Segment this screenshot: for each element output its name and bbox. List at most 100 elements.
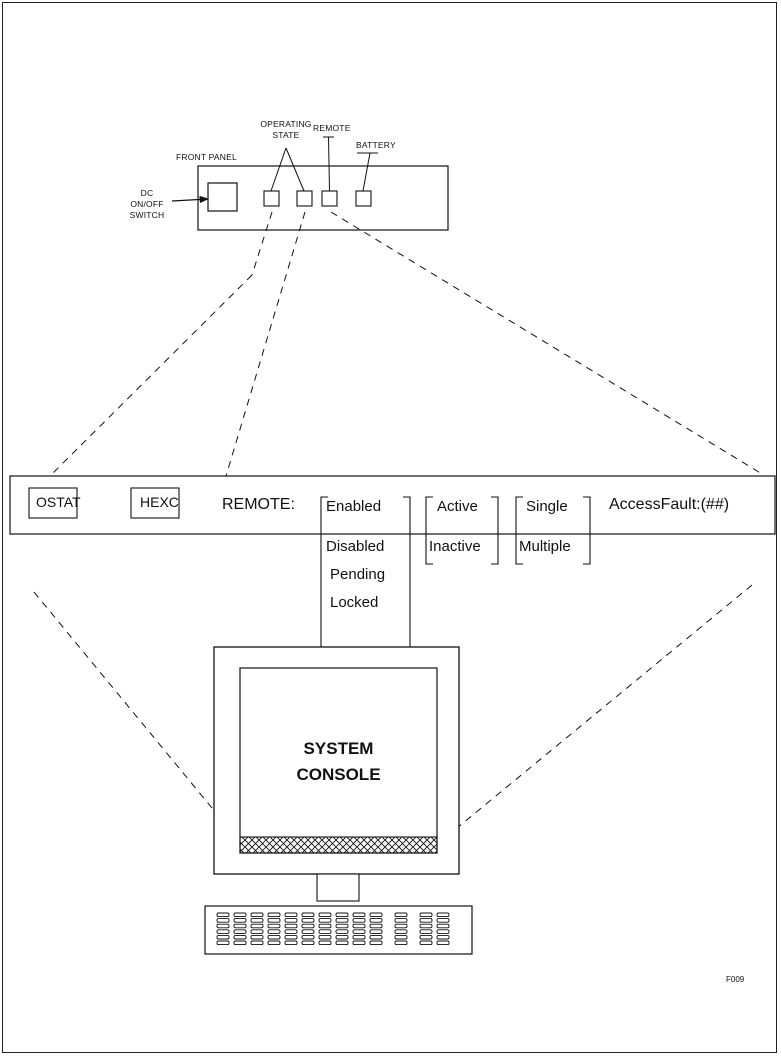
remote-state-enabled: Enabled	[326, 498, 382, 515]
remote-leader	[328, 136, 330, 192]
keyboard-key	[216, 918, 230, 923]
keyboard-key	[250, 940, 264, 946]
dc-switch-label-line-2: ON/OFF	[130, 199, 164, 209]
hexc-field: HEXC	[140, 494, 179, 510]
keyboard-key	[216, 929, 230, 934]
keyboard-key	[284, 918, 298, 923]
keyboard-key	[394, 934, 408, 940]
console-status-strip	[239, 836, 438, 854]
console-stand	[316, 873, 360, 902]
keyboard-key	[301, 918, 315, 923]
keyboard-key	[369, 940, 383, 946]
keyboard-key	[267, 912, 281, 918]
battery-label: BATTERY	[356, 140, 396, 150]
figure-id: F009	[726, 975, 745, 984]
keyboard-key	[250, 934, 264, 940]
keyboard-key	[301, 912, 315, 918]
keyboard-key	[267, 929, 281, 934]
keyboard-key	[301, 923, 315, 929]
operating-state-label: OPERATING STATE	[256, 119, 316, 141]
keyboard-key	[233, 934, 247, 940]
console-title-line-2: CONSOLE	[296, 765, 381, 784]
remote-states-right-bracket	[403, 496, 411, 649]
access-fault-field: AccessFault:(##)	[609, 496, 730, 513]
keyboard-key	[436, 929, 450, 934]
keyboard-key	[394, 918, 408, 923]
operating-state-leader-right	[285, 147, 305, 192]
mode-state-single: Single	[526, 498, 568, 515]
status-line-bar	[9, 475, 776, 535]
keyboard-key	[335, 934, 349, 940]
keyboard-key	[318, 940, 332, 946]
mode-states-left-bracket	[515, 496, 523, 565]
mode-state-multiple: Multiple	[519, 538, 571, 555]
front-panel-label: FRONT PANEL	[176, 152, 237, 162]
keyboard-key	[394, 940, 408, 946]
keyboard-key	[250, 929, 264, 934]
remote-label: REMOTE	[313, 123, 351, 133]
keyboard-key	[301, 934, 315, 940]
remote-state-pending: Pending	[330, 566, 386, 583]
activity-states-left-bracket	[425, 496, 433, 565]
keyboard-key	[250, 923, 264, 929]
dc-switch-label: DC ON/OFF SWITCH	[124, 188, 170, 221]
keyboard-key	[419, 940, 433, 946]
keyboard-key	[436, 912, 450, 918]
keyboard-key	[419, 923, 433, 929]
keyboard-key	[369, 934, 383, 940]
keyboard-key	[318, 929, 332, 934]
keyboard-key	[318, 912, 332, 918]
keyboard-key	[318, 923, 332, 929]
ostat-box	[28, 487, 78, 519]
keyboard-key	[352, 918, 366, 923]
dc-switch-label-line-1: DC	[140, 188, 154, 198]
keyboard-key	[436, 934, 450, 940]
keyboard-key	[335, 929, 349, 934]
keyboard-key	[419, 934, 433, 940]
keyboard-key	[369, 918, 383, 923]
keyboard-key	[267, 923, 281, 929]
keyboard-key	[394, 923, 408, 929]
keyboard-key	[284, 934, 298, 940]
switch-arrow	[171, 195, 210, 204]
keyboard-key	[318, 934, 332, 940]
keyboard-key	[250, 918, 264, 923]
keyboard-key	[436, 923, 450, 929]
keyboard-key	[352, 934, 366, 940]
keyboard-key	[335, 912, 349, 918]
ostat-field: OSTAT	[36, 494, 81, 510]
keyboard-key	[233, 940, 247, 946]
keyboard-key	[335, 940, 349, 946]
operating-state-led-1	[263, 190, 280, 207]
keyboard-key	[369, 923, 383, 929]
remote-state-disabled: Disabled	[326, 538, 385, 555]
hexc-box	[130, 487, 180, 519]
keyboard-key	[233, 912, 247, 918]
keyboard-key	[301, 929, 315, 934]
battery-leader	[362, 152, 371, 192]
keyboard-key	[284, 923, 298, 929]
keyboard-key	[216, 923, 230, 929]
mode-states-right-bracket	[583, 496, 591, 565]
activity-states-right-bracket	[491, 496, 499, 565]
operating-state-label-line-1: OPERATING	[260, 119, 312, 129]
keyboard-key	[318, 918, 332, 923]
keyboard-key	[216, 934, 230, 940]
battery-led	[355, 190, 372, 207]
keyboard-key	[267, 934, 281, 940]
keyboard-key	[216, 912, 230, 918]
keyboard-key	[335, 918, 349, 923]
operating-state-led-2	[296, 190, 313, 207]
keyboard-key	[352, 929, 366, 934]
keyboard-key	[301, 940, 315, 946]
operating-state-label-line-2: STATE	[272, 130, 300, 140]
keyboard-key	[436, 918, 450, 923]
operating-state-leader-left	[270, 147, 287, 192]
keyboard-key	[335, 923, 349, 929]
keyboard-key	[419, 929, 433, 934]
panel-projection-lines	[49, 211, 763, 477]
keyboard-key	[284, 940, 298, 946]
